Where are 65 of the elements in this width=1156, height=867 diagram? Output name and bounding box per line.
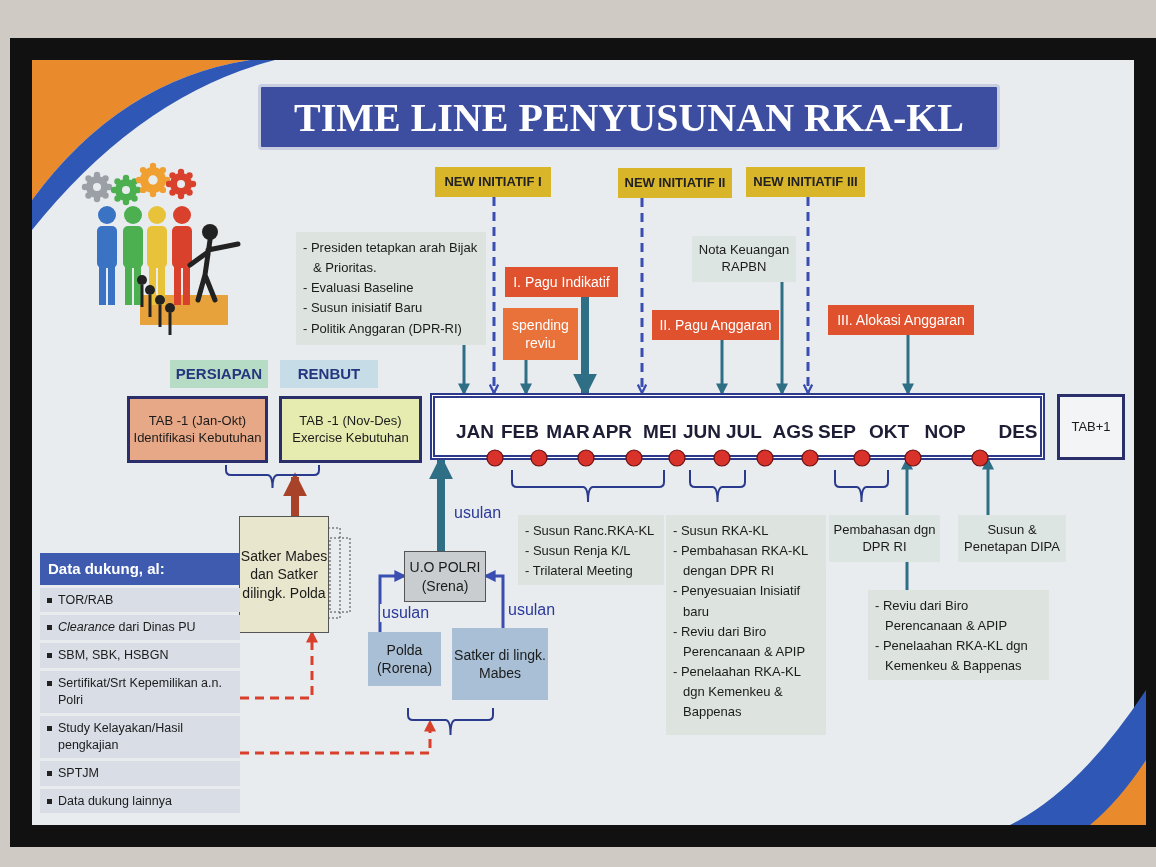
list-item: SPTJM bbox=[40, 760, 240, 786]
list-item: Study Kelayakan/Hasil pengkajian bbox=[40, 715, 240, 758]
month-label: JUL bbox=[726, 420, 762, 444]
unit-box: Satker Mabes dan Satker dilingk. Polda bbox=[239, 516, 329, 633]
list-item: Sertifikat/Srt Kepemilikan a.n. Polri bbox=[40, 671, 240, 713]
phase-label: PERSIAPAN bbox=[170, 360, 268, 388]
note-box bbox=[296, 232, 486, 345]
initiative-tag: NEW INITIATIF I bbox=[435, 167, 551, 197]
budget-stage-box: II. Pagu Anggaran bbox=[652, 310, 779, 340]
period-box: TAB -1 (Jan-Okt) Identifikasi Kebutuhan bbox=[127, 396, 268, 463]
list-item: - Politik Anggaran (DPR-RI) bbox=[302, 319, 463, 338]
list-item: Clearance dari Dinas PU bbox=[40, 615, 240, 641]
budget-stage-box: I. Pagu Indikatif bbox=[505, 267, 618, 297]
title-banner: TIME LINE PENYUSUNAN RKA-KL bbox=[258, 84, 1000, 150]
unit-box: Satker di lingk. Mabes bbox=[452, 628, 548, 700]
arrow bbox=[488, 197, 500, 395]
month-label: NOP bbox=[924, 420, 966, 444]
list-item: - Trilateral Meeting bbox=[524, 562, 634, 581]
bracket bbox=[225, 465, 320, 488]
list-item: - Presiden tetapkan arah Bijak & Prioritas. bbox=[302, 239, 479, 278]
note-box: Susun & Penetapan DIPA bbox=[958, 515, 1066, 562]
list-item: - Susun Renja K/L bbox=[524, 542, 632, 561]
list-item: - Evaluasi Baseline bbox=[302, 279, 415, 298]
bracket bbox=[407, 708, 494, 735]
list-item: - Penelaahan RKA-KL dgn Kemenkeu & Bappenas bbox=[874, 637, 1029, 676]
timeline-bar bbox=[430, 393, 1045, 460]
month-label: JUN bbox=[683, 420, 721, 444]
list-item: - Susun RKA-KL bbox=[672, 522, 770, 540]
month-label: AGS bbox=[772, 420, 814, 444]
month-label: SEP bbox=[818, 420, 856, 444]
month-label: DES bbox=[998, 420, 1038, 444]
month-label: FEB bbox=[501, 420, 539, 444]
period-box: TAB -1 (Nov-Des) Exercise Kebutuhan bbox=[279, 396, 422, 463]
month-label: APR bbox=[591, 420, 633, 444]
arrow bbox=[240, 719, 436, 755]
arrow bbox=[802, 197, 814, 395]
month-label: MEI bbox=[643, 420, 677, 444]
panel-heading: Data dukung, al: bbox=[40, 553, 240, 585]
note-box: Pembahasan dgn DPR RI bbox=[829, 515, 940, 562]
unit-box: U.O POLRI (Srena) bbox=[404, 551, 486, 602]
list-item: - Pembahasan RKA-KL dengan DPR RI bbox=[672, 542, 809, 581]
note-box: Nota Keuangan RAPBN bbox=[692, 236, 796, 282]
initiative-tag: NEW INITIATIF III bbox=[746, 167, 865, 197]
list-item: - Susun Ranc.RKA-KL bbox=[524, 522, 656, 540]
list-item: TOR/RAB bbox=[40, 587, 240, 613]
list-item: - Susun inisiatif Baru bbox=[302, 299, 424, 318]
list-item: - Penyesuaian Inisiatif baru bbox=[672, 582, 802, 621]
phase-label: RENBUT bbox=[280, 360, 378, 388]
unit-box: Polda (Rorena) bbox=[368, 632, 441, 686]
month-label: JAN bbox=[456, 420, 494, 444]
list-item: Data dukung lainnya bbox=[40, 788, 240, 814]
note-box bbox=[868, 590, 1049, 680]
arrow bbox=[283, 472, 307, 516]
period-box: TAB+1 bbox=[1057, 394, 1125, 460]
arrow bbox=[636, 198, 648, 395]
list-item: - Reviu dari Biro Perencanaan & APIP bbox=[672, 622, 807, 661]
edge-label: usulan bbox=[380, 604, 432, 622]
initiative-tag: NEW INITIATIF II bbox=[618, 168, 732, 198]
list-item: - Penelaahan RKA-KL dgn Kemenkeu & Bappenas bbox=[672, 663, 802, 722]
budget-stage-box: III. Alokasi Anggaran bbox=[828, 305, 974, 335]
budget-stage-box: spending reviu bbox=[503, 308, 578, 360]
month-label: OKT bbox=[868, 420, 910, 444]
month-label: MAR bbox=[546, 420, 590, 444]
list-item: - Reviu dari Biro Perencanaan & APIP bbox=[874, 597, 1009, 636]
list-item: SBM, SBK, HSBGN bbox=[40, 643, 240, 669]
